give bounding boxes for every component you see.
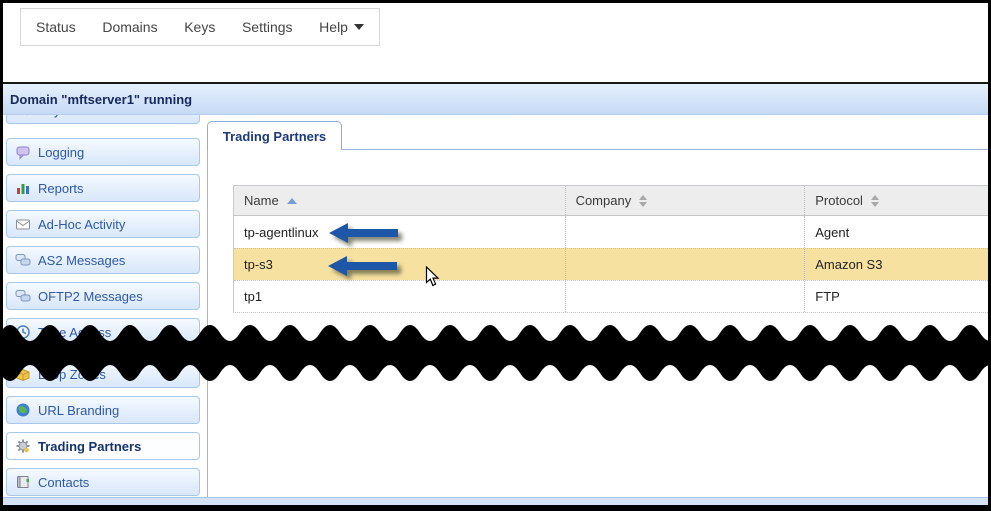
- menu-settings[interactable]: Settings: [241, 19, 293, 35]
- sidebar-item-trading-partners[interactable]: Trading Partners: [6, 432, 200, 460]
- table-row-tp1[interactable]: tp1 FTP: [234, 280, 988, 312]
- trading-partners-table: Name Company Protocol tp-agentlinux Agen…: [233, 185, 988, 313]
- sidebar-item-url-branding[interactable]: URL Branding: [6, 396, 200, 424]
- tab-label: Trading Partners: [222, 128, 327, 144]
- cell-name: tp-agentlinux: [234, 216, 566, 248]
- messages-icon: [15, 252, 31, 268]
- sidebar-item-as2-messages[interactable]: AS2 Messages: [6, 246, 200, 274]
- domain-status-text: Domain "mftserver1" running: [10, 91, 193, 107]
- sidebar-item-reports[interactable]: Reports: [6, 174, 200, 202]
- cell-company: [566, 249, 806, 280]
- sort-unsorted-icon: [870, 194, 879, 207]
- column-header-company[interactable]: Company: [566, 186, 806, 215]
- cell-protocol: Amazon S3: [815, 257, 883, 272]
- annotation-arrow-icon: [328, 256, 397, 276]
- messages-icon: [15, 288, 31, 304]
- sidebar-item-label: Ad-Hoc Activity: [38, 216, 126, 232]
- sidebar-item-oftp2-messages[interactable]: OFTP2 Messages: [6, 282, 200, 310]
- bottom-border-bar: [3, 497, 988, 505]
- sidebar-item-label: Reports: [38, 180, 84, 196]
- top-menubar: Status Domains Keys Settings Help: [20, 8, 380, 46]
- menu-keys[interactable]: Keys: [184, 19, 216, 35]
- column-header-protocol[interactable]: Protocol: [805, 186, 988, 215]
- envelope-icon: [15, 216, 31, 232]
- speech-bubble-icon: [15, 144, 31, 160]
- menu-help[interactable]: Help: [319, 19, 364, 35]
- content-panel-border: [207, 149, 208, 500]
- sort-unsorted-icon: [639, 194, 648, 207]
- sidebar-item-label: Contacts: [38, 474, 90, 490]
- address-book-icon: [15, 474, 31, 490]
- sidebar-item-label: OFTP2 Messages: [38, 288, 143, 304]
- cell-protocol: Agent: [815, 224, 850, 240]
- table-header-row: Name Company Protocol: [234, 186, 988, 216]
- bar-chart-icon: [15, 180, 31, 196]
- tabstrip-border: [341, 149, 988, 150]
- sidebar-item-label: AS2 Messages: [38, 252, 126, 268]
- caret-down-icon: [353, 24, 364, 30]
- sidebar-item-label: URL Branding: [38, 402, 120, 418]
- cell-company: [566, 216, 806, 248]
- domain-status-bar: Domain "mftserver1" running: [3, 84, 988, 115]
- torn-redaction-strip: [3, 325, 988, 381]
- menu-status[interactable]: Status: [36, 19, 76, 35]
- gear-icon: [15, 438, 31, 454]
- crop-divider: [3, 82, 988, 84]
- tab-trading-partners[interactable]: Trading Partners: [207, 121, 342, 150]
- sidebar-item-label: Logging: [38, 144, 85, 160]
- menu-domains[interactable]: Domains: [102, 19, 158, 35]
- annotation-arrow-icon: [329, 223, 398, 243]
- cell-company: [566, 281, 806, 312]
- globe-icon: [15, 402, 31, 418]
- app-window: Status Domains Keys Settings Help Domain…: [3, 3, 988, 505]
- column-header-name[interactable]: Name: [234, 186, 566, 215]
- sort-ascending-icon: [286, 197, 297, 204]
- cell-name: tp-s3: [234, 249, 566, 280]
- mouse-cursor-icon: [425, 266, 440, 287]
- torn-strip-path: [3, 325, 988, 381]
- sidebar-item-contacts[interactable]: Contacts: [6, 468, 200, 496]
- sidebar-item-label: Trading Partners: [38, 438, 142, 454]
- sidebar-item-adhoc-activity[interactable]: Ad-Hoc Activity: [6, 210, 200, 238]
- cell-name: tp1: [234, 281, 566, 312]
- cell-protocol: FTP: [815, 289, 840, 304]
- sidebar-item-logging[interactable]: Logging: [6, 138, 200, 166]
